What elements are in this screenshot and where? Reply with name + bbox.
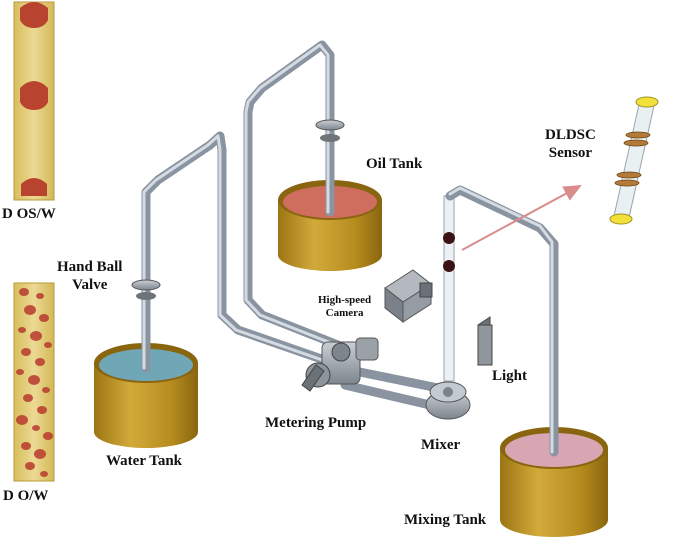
- label-metering-pump: Metering Pump: [265, 415, 367, 431]
- ow-droplet: [40, 471, 48, 477]
- high-speed-line2: Camera: [325, 307, 364, 319]
- pipe-network: [141, 40, 559, 457]
- ow-droplet: [23, 394, 33, 402]
- ow-droplet: [42, 387, 50, 393]
- label-dldsc-sensor: DLDSC Sensor: [545, 126, 596, 162]
- ow-droplet: [36, 293, 44, 299]
- ow-droplet: [19, 288, 29, 296]
- label-high-speed-camera: High-speed Camera: [318, 294, 371, 320]
- high-speed-camera: [384, 269, 433, 324]
- label-hand-ball-valve: Hand Ball Valve: [57, 258, 122, 294]
- hand-ball-valve-line1: Hand Ball: [57, 259, 123, 275]
- dldsc-sensor: [609, 96, 659, 225]
- ow-droplet: [34, 449, 46, 459]
- ow-droplet: [32, 425, 40, 431]
- droplet-upper: [443, 232, 455, 244]
- hand-ball-valve-oil: [315, 119, 345, 142]
- ow-droplet: [35, 358, 45, 366]
- photo-dos-w: [13, 1, 55, 201]
- ow-droplet: [28, 375, 40, 385]
- label-mixer: Mixer: [421, 437, 461, 453]
- label-light: Light: [492, 368, 528, 384]
- ow-droplet: [37, 406, 47, 414]
- ow-droplet: [25, 462, 35, 470]
- dldsc-line1: DLDSC: [545, 127, 596, 143]
- light-source: [477, 316, 493, 366]
- ow-droplet: [18, 327, 26, 333]
- ow-droplet: [43, 432, 53, 440]
- ow-droplet: [44, 342, 52, 348]
- label-water-tank: Water Tank: [106, 453, 183, 469]
- droplet-lower: [443, 260, 455, 272]
- ow-droplet: [16, 369, 24, 375]
- label-do-w: D O/W: [3, 488, 49, 504]
- metering-pump: [301, 337, 379, 392]
- ow-droplet: [21, 348, 31, 356]
- hand-ball-valve-line2: Valve: [72, 277, 108, 293]
- hand-ball-valve-water: [131, 279, 161, 300]
- ow-droplet: [30, 331, 42, 341]
- ow-droplet: [21, 442, 31, 450]
- photo-do-w: [13, 282, 55, 482]
- ow-droplet: [39, 314, 49, 322]
- mixer: [425, 381, 471, 420]
- dldsc-line2: Sensor: [548, 145, 593, 161]
- label-dos-w: D OS/W: [2, 206, 56, 222]
- label-mixing-tank: Mixing Tank: [404, 512, 487, 528]
- ow-droplet: [16, 415, 28, 425]
- label-oil-tank: Oil Tank: [366, 156, 423, 172]
- high-speed-line1: High-speed: [318, 294, 372, 306]
- ow-droplet: [24, 305, 36, 315]
- sensor-pointer-arrow: [461, 185, 582, 251]
